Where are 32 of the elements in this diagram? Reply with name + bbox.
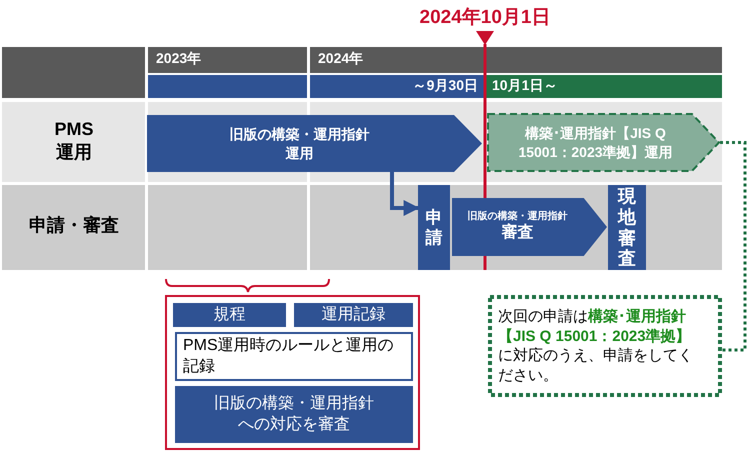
step-box xyxy=(418,185,450,270)
row-label: 申請・審査 xyxy=(28,214,120,237)
node-text: 旧版の構築・運用指針への対応を審査 xyxy=(213,394,375,434)
node-text: PMS運用時のルールと運用の記録 xyxy=(183,336,395,376)
period-label: 2023年 xyxy=(156,50,202,68)
item-box xyxy=(173,303,286,327)
note-text: 次回の申請は構築･運用指針【JIS Q 15001：2023準拠】に対応のうえ、申請をしてください。 xyxy=(498,307,694,385)
connector-line xyxy=(720,141,746,352)
node-text: 旧版の構築・運用指針 xyxy=(230,125,370,144)
node-text: 申請 xyxy=(425,208,443,248)
note-box xyxy=(488,295,722,397)
process-arrow-shape xyxy=(487,113,720,172)
node-text: 現地審査 xyxy=(617,186,637,269)
process-arrow-shape xyxy=(147,115,482,172)
date-label: 2024年10月1日 xyxy=(418,6,552,30)
process-arrow-shape xyxy=(452,198,607,256)
review-box xyxy=(175,386,413,443)
node-text: 旧版の構築・運用指針 xyxy=(468,210,568,223)
node-text: 審査 xyxy=(502,223,534,244)
description-box xyxy=(175,332,413,381)
period-label: ～9月30日 xyxy=(412,77,478,95)
step-box xyxy=(608,185,646,270)
group-frame xyxy=(165,295,420,450)
period-label: 2024年 xyxy=(318,50,364,68)
connector-arrow xyxy=(390,172,420,216)
node-text: 運用記録 xyxy=(322,304,386,325)
row-label: PMS運用 xyxy=(53,118,94,163)
node-text: 運用 xyxy=(286,144,314,162)
node-text: 規程 xyxy=(214,304,246,325)
period-label: 10月1日～ xyxy=(492,77,558,95)
node-text: 構築･運用指針【JIS Q 15001：2023準拠】運用 xyxy=(517,124,674,161)
item-box xyxy=(294,303,413,327)
